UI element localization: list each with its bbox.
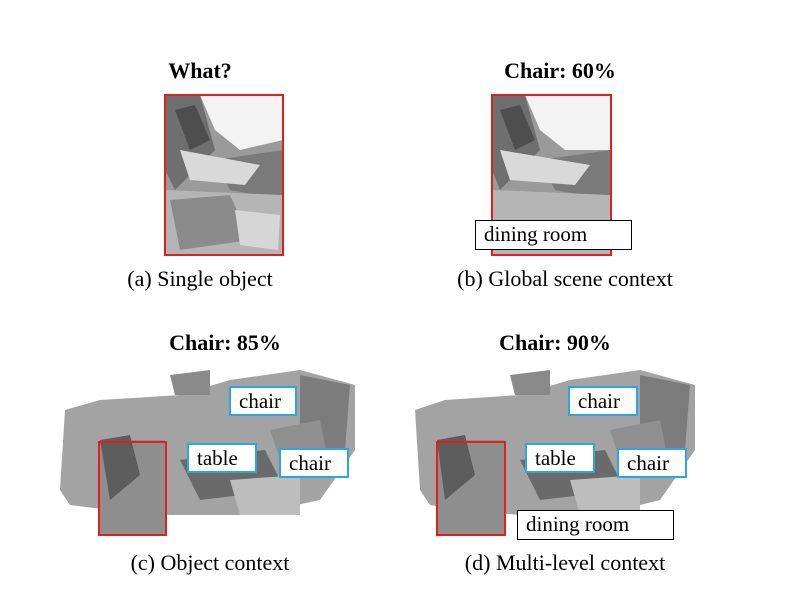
chair-label-right: chair: [279, 448, 349, 478]
table-label: table: [525, 443, 595, 473]
scene-point-cloud: [491, 94, 612, 256]
room-point-cloud: [415, 370, 695, 536]
panel-d-title: Chair: 90%: [499, 330, 611, 355]
panel-a-caption: (a) Single object: [127, 266, 273, 291]
panel-d-caption: (d) Multi-level context: [464, 550, 666, 575]
panel-d: Chair: 90% chair table chair dining room…: [400, 300, 797, 590]
target-box: [164, 94, 284, 256]
target-box: [98, 441, 167, 536]
panel-c-title: Chair: 85%: [169, 330, 281, 355]
panel-c: Chair: 85% chair table chair (c) Object …: [0, 300, 400, 590]
panel-b-caption: (b) Global scene context: [457, 266, 673, 291]
scene-label: dining room: [475, 220, 632, 250]
chair-label-top: chair: [229, 386, 297, 416]
panel-b: Chair: 60% dining room (b) Global scene …: [400, 0, 797, 300]
target-box: [491, 94, 612, 256]
panel-c-caption: (c) Object context: [130, 550, 290, 575]
target-box: [436, 441, 506, 536]
single-object-point-cloud: [164, 94, 284, 256]
panel-b-title: Chair: 60%: [504, 58, 616, 83]
panel-a-title: What?: [168, 58, 232, 83]
panel-a: What? (a) Single object: [0, 0, 400, 300]
chair-label-right: chair: [617, 448, 687, 478]
point-cloud: [165, 95, 283, 255]
chair-label-top: chair: [568, 386, 638, 416]
scene-label: dining room: [517, 510, 674, 540]
table-label: table: [187, 443, 257, 473]
